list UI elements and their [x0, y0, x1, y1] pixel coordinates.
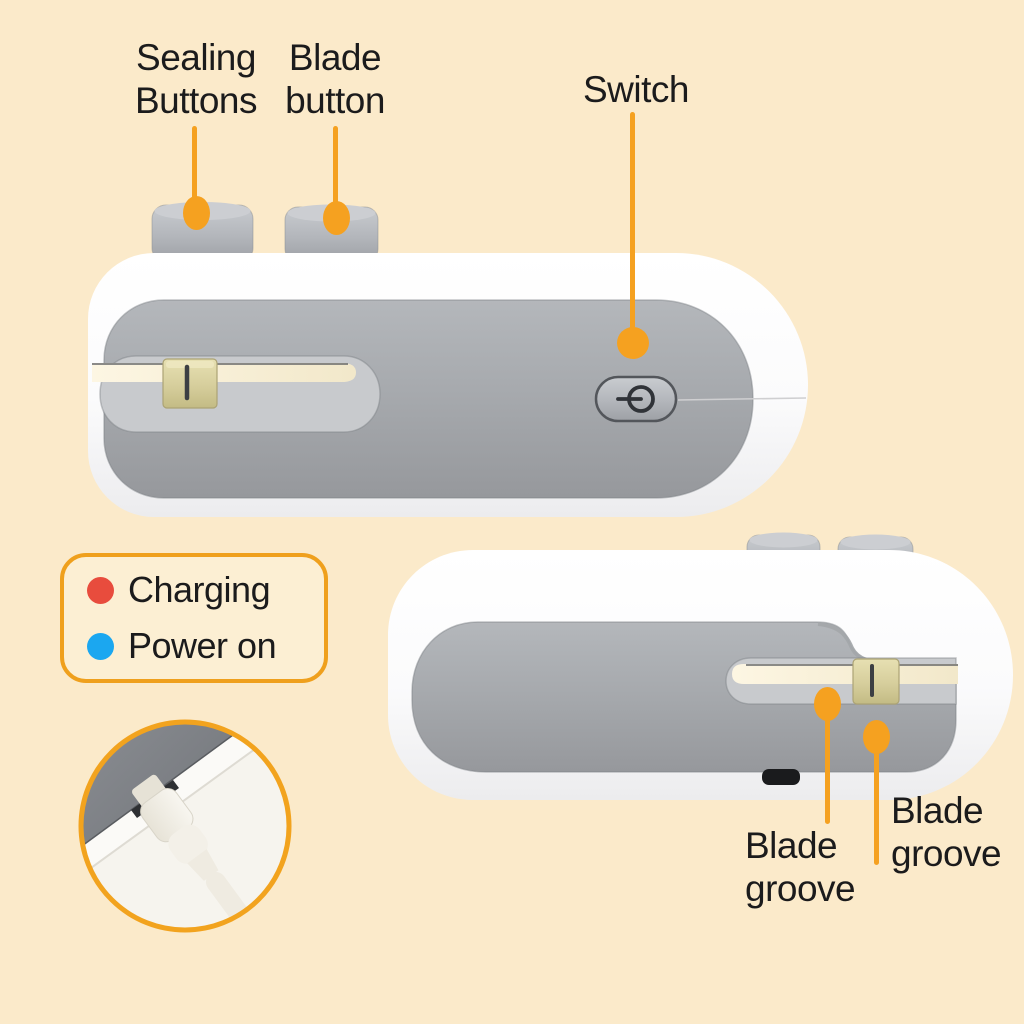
sealer-side-view: [88, 202, 808, 517]
bag-slot-gap: [92, 363, 356, 382]
label-blade-groove-left: Blade groove: [745, 825, 856, 910]
annotation-dot-sealing-buttons: [183, 196, 210, 230]
power-icon: [616, 385, 655, 413]
annotation-dot-switch: [617, 327, 649, 359]
annotation-dot-blade-button: [323, 201, 350, 235]
leader-line-switch: [630, 112, 635, 343]
annotation-dot-blade-groove-right: [863, 720, 890, 754]
side-panel: [103, 299, 754, 499]
legend-row-charging: Charging: [87, 569, 324, 611]
sealer-bottom-view: [388, 532, 1013, 800]
body-seam: [677, 397, 807, 401]
status-legend: Charging Power on: [60, 553, 328, 683]
leader-line-sealing-buttons: [192, 126, 197, 212]
usb-port: [762, 769, 800, 785]
charging-status-dot: [87, 576, 114, 604]
legend-label-charging: Charging: [128, 569, 271, 610]
blade: [162, 358, 218, 409]
legend-label-power-on: Power on: [128, 625, 277, 666]
legend-row-power-on: Power on: [87, 625, 324, 667]
power-switch: [594, 375, 678, 423]
charging-port-inset: [78, 719, 292, 933]
label-switch: Switch: [583, 69, 689, 110]
blade-2: [852, 658, 900, 705]
power-on-status-dot: [87, 632, 114, 660]
label-blade-groove-right: Blade groove: [891, 790, 1002, 875]
leader-line-blade-button: [333, 126, 338, 217]
label-sealing-buttons: Sealing Buttons: [135, 37, 257, 122]
bag-slot-gap-2: [732, 664, 958, 684]
charging-cable: [132, 774, 289, 930]
leader-line-blade-groove-left: [825, 716, 830, 824]
leader-line-blade-groove-right: [874, 750, 879, 865]
inset-ring: [78, 719, 292, 933]
label-blade-button: Blade button: [285, 37, 385, 122]
annotation-dot-blade-groove-left: [814, 687, 841, 721]
